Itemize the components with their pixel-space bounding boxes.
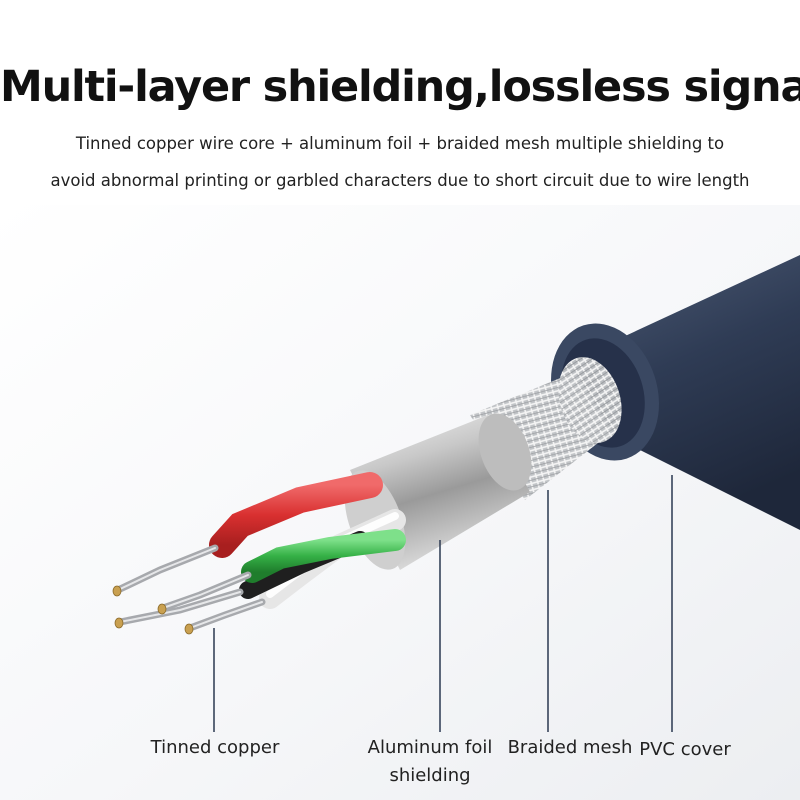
label-braided-mesh: Braided mesh bbox=[507, 737, 633, 758]
tinned-copper-strands bbox=[114, 544, 266, 632]
label-tinned-copper: Tinned copper bbox=[150, 737, 280, 758]
copper-tips bbox=[112, 585, 194, 635]
subtitle-line-2: avoid abnormal printing or garbled chara… bbox=[50, 171, 750, 190]
inner-wires bbox=[209, 472, 406, 609]
leader-lines bbox=[213, 475, 673, 732]
subtitle-line-1: Tinned copper wire core + aluminum foil … bbox=[75, 134, 725, 153]
label-aluminum-foil: Aluminum foil shielding bbox=[367, 737, 493, 786]
label-pvc-cover: PVC cover bbox=[639, 739, 731, 760]
page-title: Multi-layer shielding,lossless signal bbox=[0, 62, 800, 112]
